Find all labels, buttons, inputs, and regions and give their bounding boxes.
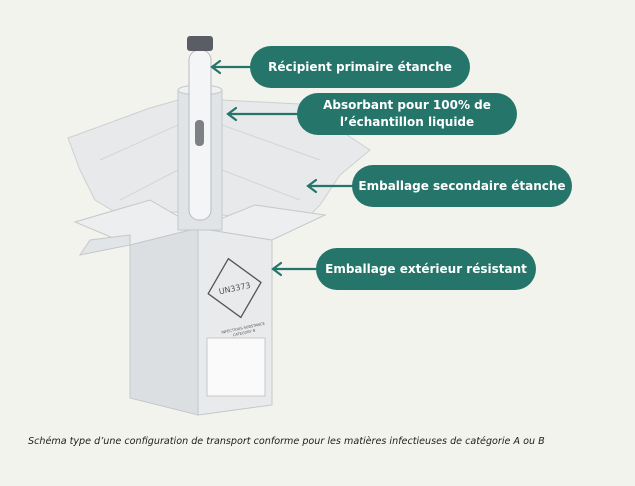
label-absorbent: Absorbant pour 100% de l’échantillon liq… — [297, 93, 517, 135]
label-outer-packaging: Emballage extérieur résistant — [316, 248, 536, 290]
label-text: Emballage secondaire étanche — [358, 178, 566, 193]
label-text: Emballage extérieur résistant — [325, 261, 527, 276]
svg-text:CATEGORY B: CATEGORY B — [233, 329, 257, 338]
label-text: Absorbant pour 100% de — [323, 98, 491, 112]
arrow-outer — [271, 261, 320, 277]
box-blank-label — [206, 337, 266, 397]
box-left-face — [129, 227, 199, 416]
arrow-primary — [210, 59, 254, 75]
figure-caption: Schéma type d’une configuration de trans… — [28, 436, 545, 447]
label-primary-container: Récipient primaire étanche — [250, 46, 470, 88]
tube-cap — [187, 36, 213, 51]
arrow-absorbent — [226, 106, 300, 122]
label-text: l’échantillon liquide — [339, 115, 475, 129]
arrow-secondary — [306, 178, 356, 194]
label-text: Récipient primaire étanche — [268, 59, 452, 74]
label-secondary-packaging: Emballage secondaire étanche — [352, 165, 572, 207]
